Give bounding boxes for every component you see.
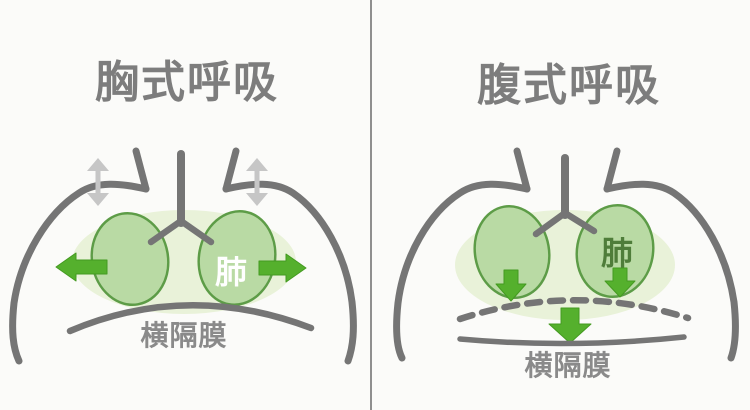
left-lung xyxy=(473,204,551,300)
neck-left-line xyxy=(513,147,531,193)
diaphragm-label: 横隔膜 xyxy=(140,320,227,351)
chest-breathing-title: 胸式呼吸 xyxy=(95,58,279,107)
lung-label: 肺 xyxy=(215,254,247,290)
lung-label: 肺 xyxy=(601,235,633,271)
neck-left-line xyxy=(132,147,150,193)
shoulder-up-down-arrow-icon xyxy=(246,158,268,206)
torso-right-line xyxy=(222,180,357,365)
shoulder-up-down-arrow-icon xyxy=(87,158,109,206)
bronchus-right-line xyxy=(177,217,215,246)
abdominal-breathing-title: 腹式呼吸 xyxy=(477,61,661,110)
neck-right-line xyxy=(222,147,240,193)
chest-breathing-figure: 胸式呼吸 xyxy=(9,58,357,365)
abdominal-breathing-figure: 腹式呼吸 肺 横隔膜 xyxy=(393,61,739,381)
diaphragm-lowered-line xyxy=(457,334,687,347)
expand-left-arrow-icon xyxy=(55,252,108,282)
right-lung xyxy=(575,203,655,299)
panel-chest-breathing: 胸式呼吸 xyxy=(9,58,357,365)
bronchus-left-line xyxy=(532,209,569,238)
lung-down-arrow-icon xyxy=(604,267,636,298)
diaphragm-dashed-line xyxy=(456,297,692,323)
panel-abdominal-breathing: 腹式呼吸 肺 横隔膜 xyxy=(375,0,750,410)
diaphragm-line xyxy=(66,302,315,335)
neck-right-line xyxy=(603,147,621,193)
panel-divider xyxy=(370,0,372,410)
diaphragm-label: 横隔膜 xyxy=(524,350,611,381)
torso-left-line xyxy=(9,180,150,365)
bronchus-left-line xyxy=(147,217,185,246)
bronchus-right-line xyxy=(561,209,598,235)
diaphragm-down-arrow-icon xyxy=(548,307,592,344)
torso-left-line xyxy=(393,180,531,362)
expand-right-arrow-icon xyxy=(258,253,307,283)
torso-right-line xyxy=(603,180,739,362)
lung-down-arrow-icon xyxy=(495,269,527,302)
